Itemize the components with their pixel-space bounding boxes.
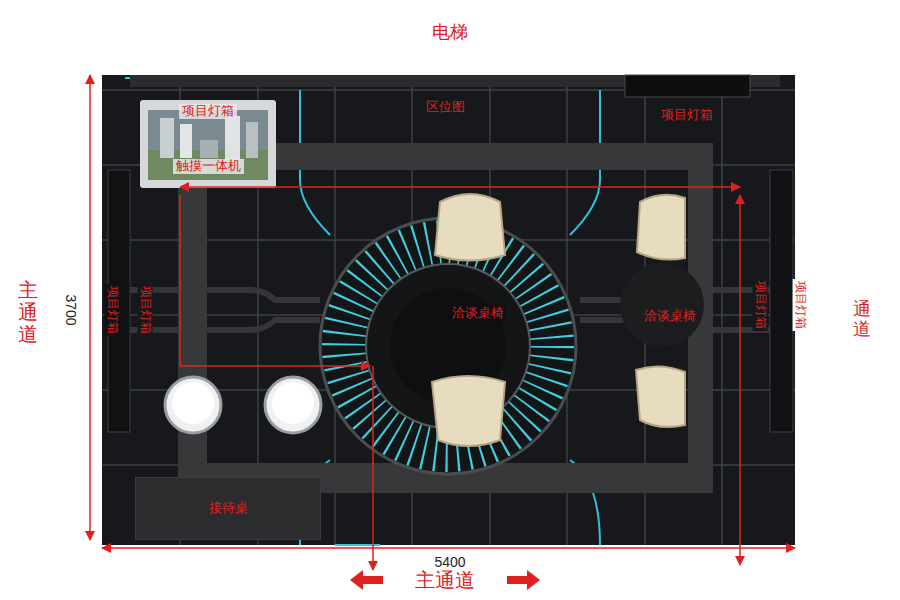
light-box-label: 项目灯箱	[792, 279, 807, 331]
light-box-label: 项目灯箱	[659, 107, 715, 123]
round-table	[620, 263, 704, 347]
floor-grid	[102, 75, 795, 545]
node-text: 触摸一体机	[173, 159, 244, 174]
main-aisle-label: 主通道	[413, 568, 477, 592]
booth-floor	[102, 75, 795, 545]
node-text: 项目灯箱	[179, 104, 237, 119]
light-box	[770, 170, 793, 432]
table-label: 洽谈桌椅	[642, 308, 698, 324]
light-box-label: 项目灯箱	[752, 279, 767, 331]
cyan-floor-lines	[125, 78, 775, 545]
dimension-lines	[90, 75, 795, 570]
screen-picture	[140, 100, 276, 188]
reception-desk: 接待桌	[135, 477, 321, 540]
table-label: 洽谈桌椅	[450, 305, 506, 321]
main-aisle-label: 主通道	[18, 279, 38, 345]
touch-screen-lightbox: 项目灯箱触摸一体机	[140, 100, 276, 188]
light-box	[625, 75, 750, 97]
spoke-ring	[344, 242, 552, 450]
node-text: 接待桌	[206, 501, 251, 516]
location-map-label: 区位图	[424, 99, 467, 115]
dimension-label: 3700	[61, 292, 78, 327]
aisle-label: 通道	[853, 300, 871, 340]
stools	[165, 377, 321, 433]
light-box-label: 项目灯箱	[104, 284, 119, 336]
light-box-label: 项目灯箱	[137, 284, 152, 336]
truss-frame	[178, 143, 713, 493]
elevator-label: 电梯	[430, 22, 470, 44]
